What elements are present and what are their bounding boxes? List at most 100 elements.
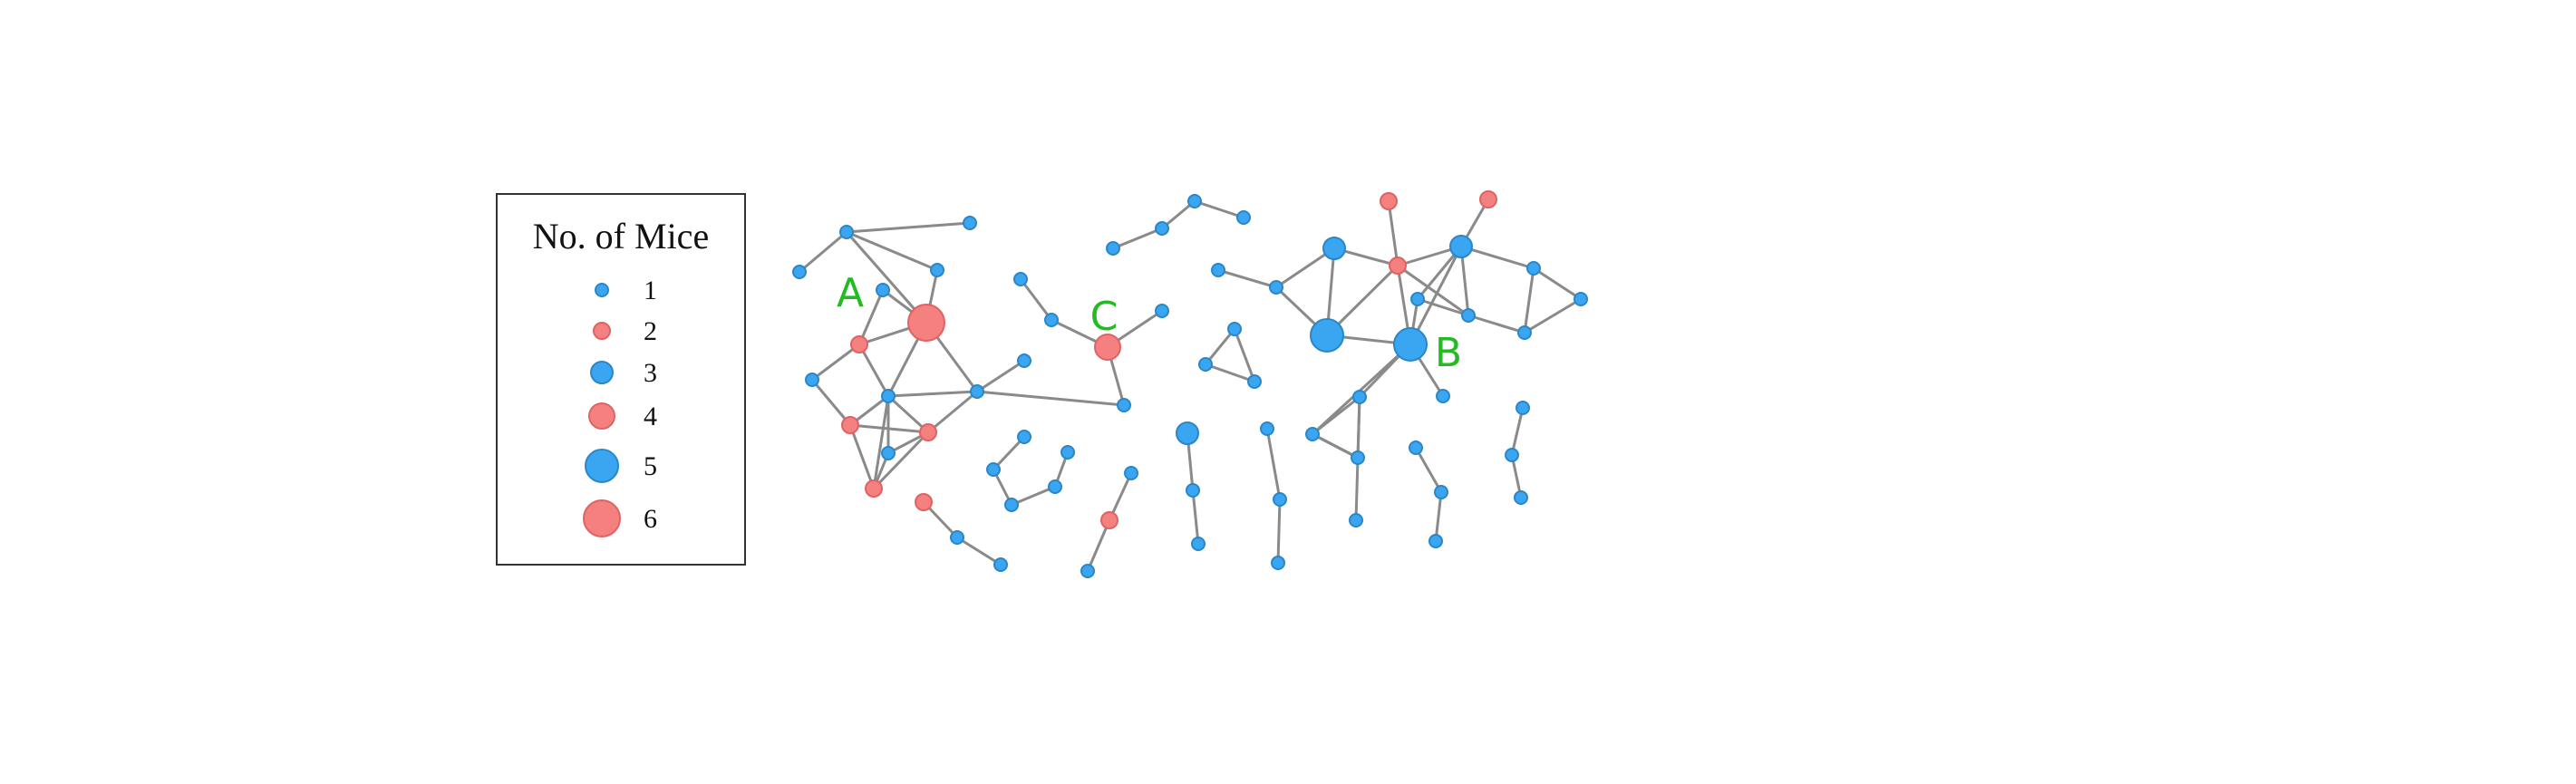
edge-j7-j10 [1417, 297, 1469, 317]
node-a3 [876, 283, 890, 297]
node-c5 [1060, 445, 1075, 460]
legend-label-2: 2 [644, 316, 657, 346]
edge-a1-a6 [845, 231, 928, 324]
edge-a10-a11 [976, 359, 1025, 393]
node-a13 [919, 423, 937, 441]
edge-a1-a5 [846, 230, 938, 272]
legend-marker-6 [583, 499, 621, 537]
node-c4 [1048, 479, 1062, 494]
legend-title: No. of Mice [533, 216, 709, 256]
edge-f1-f3 [1233, 328, 1256, 382]
node-b3 [1094, 334, 1121, 361]
edge-g2-g3 [1191, 489, 1200, 545]
node-b5 [1117, 398, 1131, 412]
node-c1 [1017, 430, 1031, 444]
edge-a9-a10 [887, 390, 978, 398]
node-c2 [986, 462, 1001, 477]
node-c3 [1004, 498, 1019, 512]
node-j13 [1351, 450, 1365, 465]
legend-marker-5 [585, 449, 619, 483]
node-e3 [1187, 194, 1202, 208]
node-l1 [1516, 401, 1530, 415]
legend-marker-2 [593, 322, 611, 340]
node-j17 [1574, 292, 1588, 306]
node-b1 [1013, 272, 1028, 286]
node-j5 [1380, 192, 1398, 210]
edge-h2-h3 [1086, 519, 1111, 572]
edge-i2-i3 [1276, 498, 1282, 564]
node-a4 [963, 216, 977, 230]
node-k1 [1409, 440, 1423, 455]
node-a9 [881, 389, 896, 403]
node-a6 [907, 304, 945, 342]
node-i3 [1271, 556, 1285, 570]
node-a1 [839, 225, 854, 239]
node-a12 [841, 416, 859, 434]
node-j18 [1517, 325, 1532, 340]
node-label-b: B [1435, 330, 1462, 376]
node-l2 [1505, 448, 1519, 462]
node-d2 [950, 530, 964, 545]
edge-j9-j16 [1460, 245, 1535, 270]
node-j11 [1352, 390, 1367, 404]
node-a10 [970, 384, 984, 399]
edge-i1-i2 [1265, 428, 1282, 500]
edge-k2-k3 [1434, 491, 1443, 542]
edge-j5-j6 [1387, 200, 1399, 266]
nodes [792, 190, 1588, 578]
node-e2 [1155, 221, 1169, 236]
edge-a9-a15 [872, 395, 890, 489]
edge-c3-c4 [1011, 485, 1056, 507]
node-h2 [1100, 511, 1119, 529]
legend-marker-4 [588, 402, 615, 430]
legend-label-6: 6 [644, 504, 657, 534]
edge-f1-f2 [1204, 328, 1236, 365]
node-a15 [865, 479, 883, 498]
node-j12 [1305, 427, 1320, 441]
legend-label-3: 3 [644, 358, 657, 388]
node-a5 [930, 263, 944, 277]
node-k3 [1428, 534, 1443, 548]
edge-a1-a4 [846, 221, 971, 234]
edge-c1-c2 [992, 435, 1026, 471]
node-f2 [1198, 357, 1213, 372]
node-g1 [1176, 421, 1199, 445]
edge-j16-j17 [1533, 266, 1582, 301]
edge-b1-b2 [1019, 278, 1053, 321]
node-b4 [1155, 304, 1169, 318]
node-l3 [1514, 490, 1528, 505]
legend-label-1: 1 [644, 276, 657, 305]
node-k2 [1434, 485, 1448, 499]
edge-a7-a9 [857, 344, 890, 397]
node-d1 [915, 493, 933, 511]
edge-j17-j18 [1524, 297, 1582, 334]
node-g3 [1191, 537, 1206, 551]
edge-a10-b5 [976, 390, 1125, 407]
node-label-a: A [837, 270, 864, 316]
edge-d2-d3 [956, 536, 1002, 566]
node-j3 [1322, 237, 1346, 260]
node-a11 [1017, 353, 1031, 368]
edge-j9-j8 [1409, 246, 1463, 345]
node-j19 [1436, 389, 1450, 403]
edge-e1-e2 [1112, 227, 1163, 250]
edge-a10-a13 [927, 390, 978, 434]
node-f1 [1227, 322, 1242, 336]
edge-e3-e4 [1194, 199, 1244, 219]
edge-j13-j12 [1312, 432, 1359, 460]
legend-marker-1 [595, 283, 609, 297]
legend-box [496, 193, 746, 566]
edge-a8-a12 [810, 379, 852, 426]
node-h3 [1080, 564, 1095, 578]
node-i2 [1273, 492, 1287, 507]
node-j10 [1461, 308, 1476, 323]
node-label-c: C [1090, 294, 1119, 340]
node-j4 [1310, 318, 1344, 353]
node-e4 [1236, 210, 1251, 225]
node-b2 [1044, 313, 1059, 327]
node-i1 [1260, 421, 1274, 436]
node-a8 [805, 373, 819, 387]
edge-j18-j10 [1467, 314, 1525, 334]
node-labels: A B C [837, 270, 1462, 376]
